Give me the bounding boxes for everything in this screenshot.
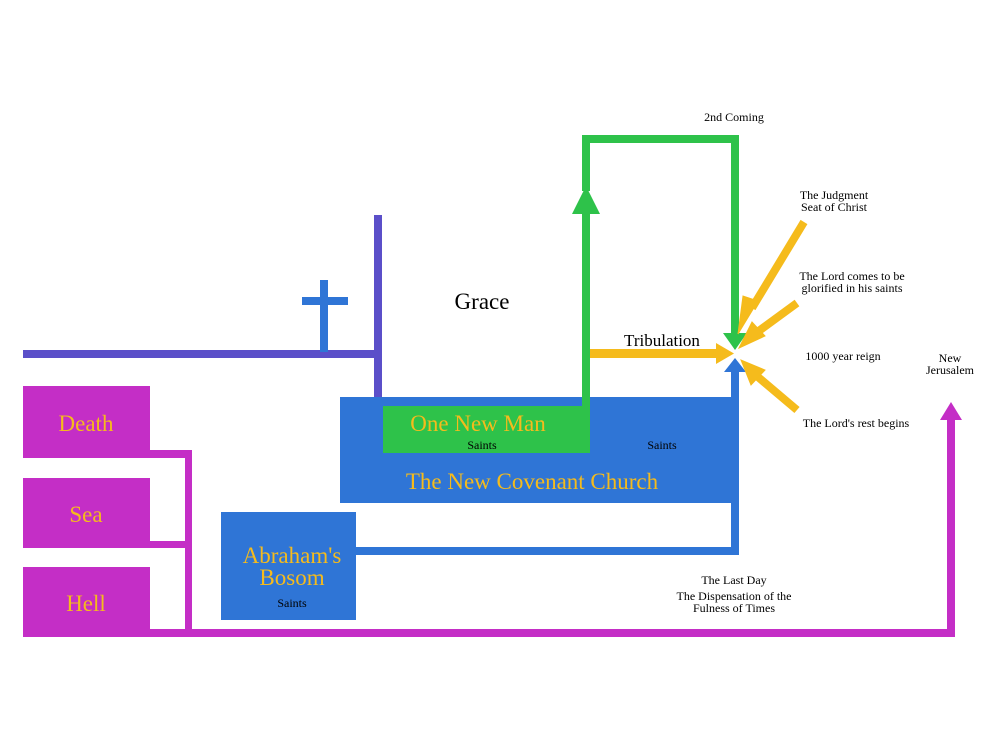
new-covenant-church-label: The New Covenant Church bbox=[406, 469, 659, 494]
death-connector bbox=[150, 450, 192, 458]
one-new-man-group bbox=[383, 135, 747, 453]
judgment-seat-label-1: The Judgment bbox=[800, 188, 869, 202]
diagram-labels: Grace Tribulation 2nd Coming The Judgmen… bbox=[59, 110, 975, 616]
converging-arrows bbox=[737, 219, 808, 414]
lord-comes-arrowhead bbox=[737, 321, 766, 350]
last-day-label: The Last Day bbox=[701, 573, 766, 587]
hell-label: Hell bbox=[66, 591, 106, 616]
judgment-seat-label-2: Seat of Christ bbox=[801, 200, 868, 214]
one-new-man-saints-label: Saints bbox=[467, 438, 497, 452]
lords-rest-arrow bbox=[755, 373, 800, 414]
green-down-arrowhead bbox=[723, 333, 747, 350]
second-coming-label: 2nd Coming bbox=[704, 110, 764, 124]
purple-horizontal-line bbox=[23, 350, 380, 358]
green-down-line bbox=[731, 135, 739, 335]
lord-comes-label-1: The Lord comes to be bbox=[799, 269, 904, 283]
judgment-seat-arrowhead bbox=[737, 295, 759, 335]
magenta-vertical-line bbox=[185, 450, 192, 637]
death-sea-hell-group bbox=[23, 386, 962, 637]
abrahams-saints-label: Saints bbox=[277, 596, 307, 610]
grace-line bbox=[23, 215, 382, 397]
blue-arrowhead bbox=[724, 358, 746, 372]
sea-connector bbox=[150, 541, 192, 548]
tribulation-arrow bbox=[590, 343, 734, 364]
new-jerusalem-label-2: Jerusalem bbox=[926, 363, 975, 377]
abrahams-bosom-box bbox=[221, 512, 356, 620]
green-upper-line bbox=[582, 135, 590, 191]
magenta-up-line bbox=[947, 418, 955, 637]
judgment-seat-arrow bbox=[748, 219, 808, 311]
thousand-year-label: 1000 year reign bbox=[805, 349, 880, 363]
lords-rest-label: The Lord's rest begins bbox=[803, 416, 910, 430]
death-label: Death bbox=[59, 411, 114, 436]
green-up-arrowhead bbox=[572, 186, 600, 214]
abrahams-bosom-label-2: Bosom bbox=[259, 565, 324, 590]
one-new-man-box bbox=[383, 406, 590, 453]
green-top-line bbox=[582, 135, 739, 143]
hell-box bbox=[23, 567, 150, 637]
sea-label: Sea bbox=[69, 502, 102, 527]
one-new-man-label: One New Man bbox=[410, 411, 546, 436]
green-rise-line bbox=[582, 210, 590, 406]
grace-label: Grace bbox=[455, 289, 510, 314]
death-box bbox=[23, 386, 150, 458]
purple-vertical-line bbox=[374, 215, 382, 397]
abrahams-bosom-label-1: Abraham's bbox=[243, 543, 342, 568]
blue-vertical-line bbox=[731, 370, 739, 555]
lords-rest-arrowhead bbox=[740, 359, 766, 386]
dispensation-label-1: The Dispensation of the bbox=[677, 589, 792, 603]
lord-comes-arrow bbox=[753, 299, 800, 337]
lord-comes-label-2: glorified in his saints bbox=[802, 281, 903, 295]
magenta-bottom-line bbox=[150, 629, 955, 637]
dispensation-label-2: Fulness of Times bbox=[693, 601, 775, 615]
new-jerusalem-label-1: New bbox=[939, 351, 962, 365]
sea-box bbox=[23, 478, 150, 548]
new-jerusalem-arrowhead bbox=[940, 402, 962, 420]
church-saints-label: Saints bbox=[647, 438, 677, 452]
tribulation-label: Tribulation bbox=[624, 331, 700, 350]
cross-icon bbox=[302, 280, 348, 352]
abrahams-bosom-connector bbox=[356, 547, 738, 555]
